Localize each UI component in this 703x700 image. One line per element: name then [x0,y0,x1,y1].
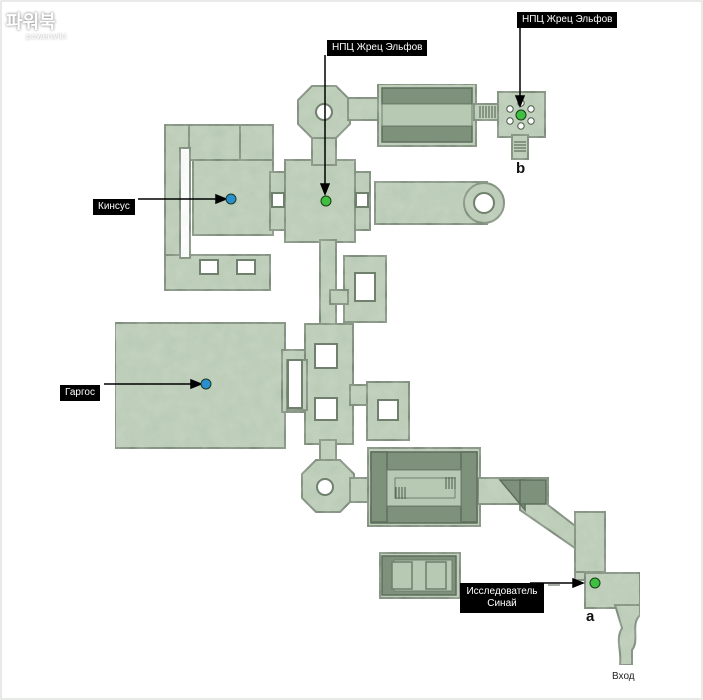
label-kinsus: Кинсус [93,199,135,215]
npc-markers [200,109,601,589]
npc-marker-priest-2 [515,109,527,121]
label-researcher: Исследователь Синай [460,583,544,613]
entrance-label: Вход [612,671,635,682]
dungeon-floor [114,83,641,666]
npc-marker-researcher [589,577,601,589]
npc-marker-priest-1 [320,195,332,207]
watermark-main: 파워북 [6,12,56,33]
npc-marker-kinsus [225,193,237,205]
watermark-sub: powerwiki [26,32,67,41]
label-npc-priest-2: НПЦ Жрец Эльфов [517,12,618,28]
label-gargos: Гаргос [60,385,100,401]
point-a-label: a [586,608,595,625]
label-npc-priest-1: НПЦ Жрец Эльфов [327,40,428,56]
point-b-label: b [516,160,526,177]
npc-marker-gargos [200,378,212,390]
watermark: 파워북 powerwiki [6,8,66,41]
